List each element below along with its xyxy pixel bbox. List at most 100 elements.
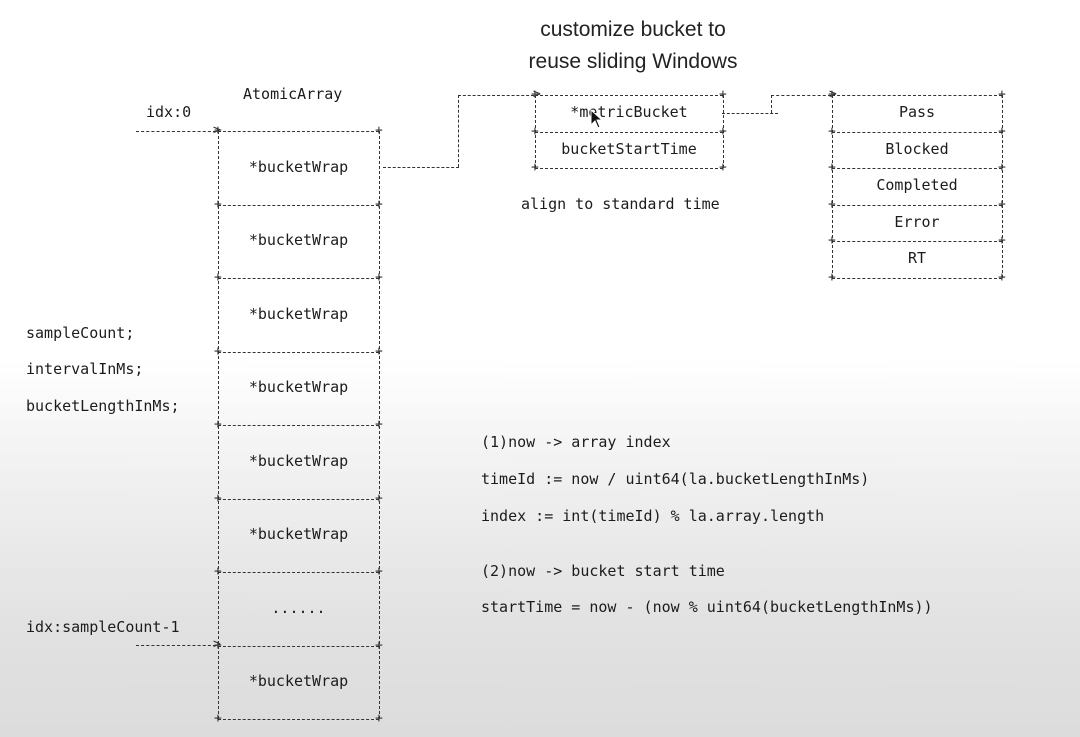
metric-bucket-cell: Blocked: [885, 139, 949, 158]
bucket-wrap-cell: *metricBucket: [570, 103, 688, 122]
connector-top: [458, 95, 534, 96]
connector-wrap-to-struct: [383, 167, 459, 168]
diagram-title: customize bucket to reuse sliding Window…: [473, 14, 793, 78]
metric-bucket-corner: +: [828, 87, 836, 102]
code-step-2: (2)now -> bucket start time: [481, 562, 725, 580]
atomic-array-divider: [218, 278, 379, 279]
metric-bucket-cell: Pass: [898, 103, 936, 122]
align-note: align to standard time: [521, 195, 720, 213]
atomic-array-divider: [218, 645, 379, 647]
connector-metric-top: [771, 95, 831, 96]
atomic-array-divider: [218, 572, 379, 573]
atomic-array-corner: +: [214, 637, 222, 653]
title-line-1: customize bucket to: [540, 18, 726, 41]
atomic-array-corner: +: [214, 417, 222, 432]
atomic-array-label: AtomicArray: [243, 85, 343, 103]
atomic-array-divider: [218, 719, 379, 720]
metric-bucket-cell: Completed: [876, 176, 958, 195]
metric-bucket-corner: +: [998, 87, 1006, 102]
atomic-array-corner: +: [214, 564, 222, 579]
atomic-array-right-border: [379, 131, 380, 719]
bucket-wrap-corner: +: [719, 123, 727, 139]
connector-metric-arrowhead: >: [829, 87, 837, 102]
bucket-wrap-corner: +: [531, 87, 539, 102]
atomic-array-corner: +: [375, 343, 383, 359]
field-bucket-length-in-ms: bucketLengthInMs;: [26, 397, 180, 415]
code-line-2: index := int(timeId) % la.array.length: [481, 507, 825, 525]
atomic-array-divider: [218, 351, 379, 353]
atomic-array-cell: *bucketWrap: [248, 157, 349, 176]
bucket-wrap-divider: [535, 131, 723, 133]
metric-bucket-divider: [832, 95, 1002, 96]
bucket-wrap-corner: +: [719, 160, 727, 175]
metric-bucket-corner: +: [998, 160, 1006, 175]
idx-last-label: idx:sampleCount-1: [26, 618, 180, 636]
atomic-array-corner: +: [375, 417, 383, 432]
atomic-array-cell: *bucketWrap: [248, 672, 349, 691]
atomic-array-divider: [218, 425, 379, 426]
title-line-2: reuse sliding Windows: [528, 50, 738, 73]
metric-bucket-corner: +: [828, 123, 836, 139]
metric-bucket-cell: Error: [894, 212, 940, 231]
code-line-3: startTime = now - (now % uint64(bucketLe…: [481, 598, 933, 616]
metric-bucket-corner: +: [998, 123, 1006, 139]
metric-bucket-right-border: [1002, 95, 1003, 278]
atomic-array-cell: *bucketWrap: [248, 525, 349, 544]
metric-bucket-divider: [832, 241, 1002, 242]
atomic-array-corner: +: [375, 711, 383, 726]
atomic-array-corner: +: [214, 270, 222, 285]
connector-metric-vertical: [771, 95, 772, 113]
metric-bucket-left-border: [832, 95, 833, 278]
metric-bucket-corner: +: [998, 233, 1006, 248]
atomic-array-corner: +: [214, 711, 222, 726]
atomic-array-cell: *bucketWrap: [248, 451, 349, 470]
connector-vertical: [458, 95, 459, 167]
bucket-wrap-divider: [535, 95, 723, 96]
connector-metric-left: [722, 113, 778, 114]
idx-first-label: idx:0: [146, 103, 192, 121]
atomic-array-cell: *bucketWrap: [248, 378, 349, 397]
metric-bucket-corner: +: [828, 160, 836, 175]
atomic-array-cell: *bucketWrap: [248, 231, 349, 250]
metric-bucket-divider: [832, 277, 1002, 279]
field-interval-in-ms: intervalInMs;: [26, 360, 144, 378]
code-step-1: (1)now -> array index: [481, 433, 671, 451]
metric-bucket-corner: +: [998, 196, 1006, 212]
bucket-wrap-corner: +: [531, 123, 539, 139]
idx-first-arrowhead: >: [213, 123, 221, 138]
code-line-1: timeId := now / uint64(la.bucketLengthIn…: [481, 470, 870, 488]
bucket-wrap-cell: bucketStartTime: [561, 139, 697, 158]
mouse-pointer-icon: [590, 109, 604, 129]
atomic-array-corner: +: [214, 196, 222, 212]
metric-bucket-divider: [832, 204, 1002, 206]
atomic-array-corner: +: [375, 123, 383, 138]
metric-bucket-corner: +: [828, 196, 836, 212]
metric-bucket-cell: RT: [907, 249, 927, 268]
metric-bucket-divider: [832, 131, 1002, 133]
idx-last-arrow: [136, 645, 216, 646]
atomic-array-divider: [218, 204, 379, 206]
idx-first-arrow: [136, 131, 216, 132]
connector-arrowhead: >: [533, 87, 541, 102]
atomic-array-divider: [218, 131, 379, 132]
atomic-array-cell: *bucketWrap: [248, 304, 349, 323]
metric-bucket-divider: [832, 168, 1002, 169]
atomic-array-corner: +: [375, 490, 383, 506]
atomic-array-corner: +: [375, 637, 383, 653]
atomic-array-corner: +: [214, 123, 222, 138]
bucket-wrap-corner: +: [719, 87, 727, 102]
bucket-wrap-corner: +: [531, 160, 539, 175]
atomic-array-corner: +: [375, 564, 383, 579]
idx-last-arrowhead: >: [213, 637, 221, 652]
metric-bucket-corner: +: [828, 233, 836, 248]
bucket-wrap-divider: [535, 168, 723, 169]
atomic-array-corner: +: [375, 196, 383, 212]
metric-bucket-corner: +: [828, 269, 836, 285]
metric-bucket-corner: +: [998, 269, 1006, 285]
atomic-array-corner: +: [214, 490, 222, 506]
atomic-array-divider: [218, 498, 379, 500]
field-sample-count: sampleCount;: [26, 324, 135, 342]
atomic-array-cell: ......: [271, 598, 326, 617]
bucket-wrap-right-border: [723, 95, 724, 168]
atomic-array-corner: +: [214, 343, 222, 359]
